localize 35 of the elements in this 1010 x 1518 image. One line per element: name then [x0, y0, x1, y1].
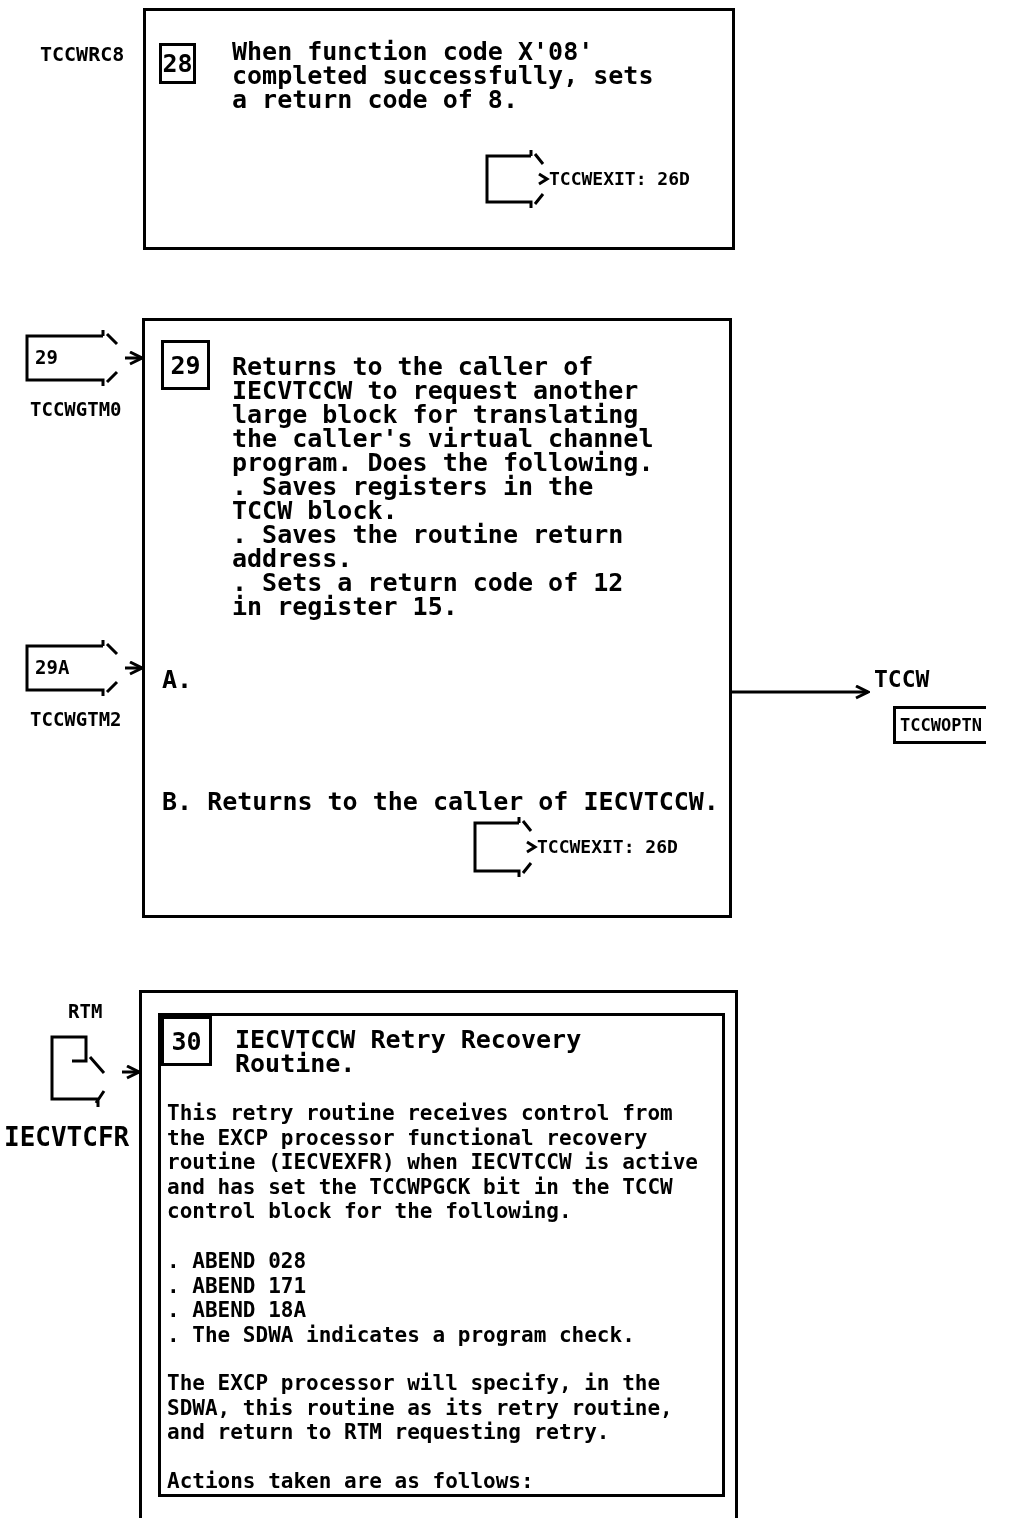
connector-arrow — [125, 350, 144, 366]
step-text: When function code X'08' completed successfully, sets a return code of 8. — [232, 40, 655, 112]
entry-point-label: TCCWGTM2 — [30, 708, 122, 730]
entry-name-box: TCCWOPTN — [893, 706, 986, 744]
step-number-box: 28 — [159, 43, 196, 84]
off-page-connector: TCCWEXIT: 26D — [483, 148, 728, 210]
step-number-box: 30 — [161, 1016, 212, 1066]
routine-title: IECVTCCW Retry Recovery Routine. — [235, 1028, 583, 1076]
step-text: Actions taken are as follows: — [167, 1469, 535, 1494]
step-text: The EXCP processor will specify, in the SDWA, this routine as its retry routine, and return to RTM requesting retry. — [167, 1371, 674, 1445]
step-text: . Saves the routine return address. — [232, 523, 625, 571]
entry-point-label: TCCWGTM0 — [30, 398, 122, 420]
step-text: B. Returns to the caller of IECVTCCW. — [162, 790, 720, 814]
entry-point-label: RTM — [68, 1000, 103, 1022]
entry-point-label: IECVTCFR — [4, 1122, 130, 1152]
entry-connector: 29 — [25, 328, 125, 388]
step-text: . The SDWA indicates a program check. — [167, 1322, 636, 1347]
step-text: . ABEND 028 — [167, 1249, 308, 1274]
step-text: . ABEND 18A — [167, 1298, 308, 1323]
process-box — [143, 8, 735, 250]
step-text: This retry routine receives control from the EXCP processor functional recovery routine (IECVEXFR) when IECVTCCW is active and has set the TCCWPGCK bit in the TCCW control block for the following. — [167, 1101, 699, 1224]
step-text: . Saves registers in the TCCW block. — [232, 475, 594, 523]
connector-arrow — [732, 684, 870, 700]
process-box — [142, 318, 732, 918]
entry-point-label: TCCWRC8 — [40, 42, 125, 66]
step-text: . Sets a return code of 12 in register 15. — [232, 571, 625, 619]
step-text: . ABEND 171 — [167, 1273, 308, 1298]
step-text: A. — [162, 668, 194, 692]
step-text: Returns to the caller of IECVTCCW to request another large block for translating the caller's virtual channel program. Does the following. — [232, 355, 655, 475]
connector-arrow — [122, 1064, 141, 1080]
module-name: TCCW — [874, 666, 930, 692]
connector-arrow — [125, 660, 144, 676]
step-number-box: 29 — [161, 340, 210, 390]
off-page-connector: TCCWEXIT: 26D — [471, 815, 716, 879]
entry-connector: 29A — [25, 638, 125, 698]
